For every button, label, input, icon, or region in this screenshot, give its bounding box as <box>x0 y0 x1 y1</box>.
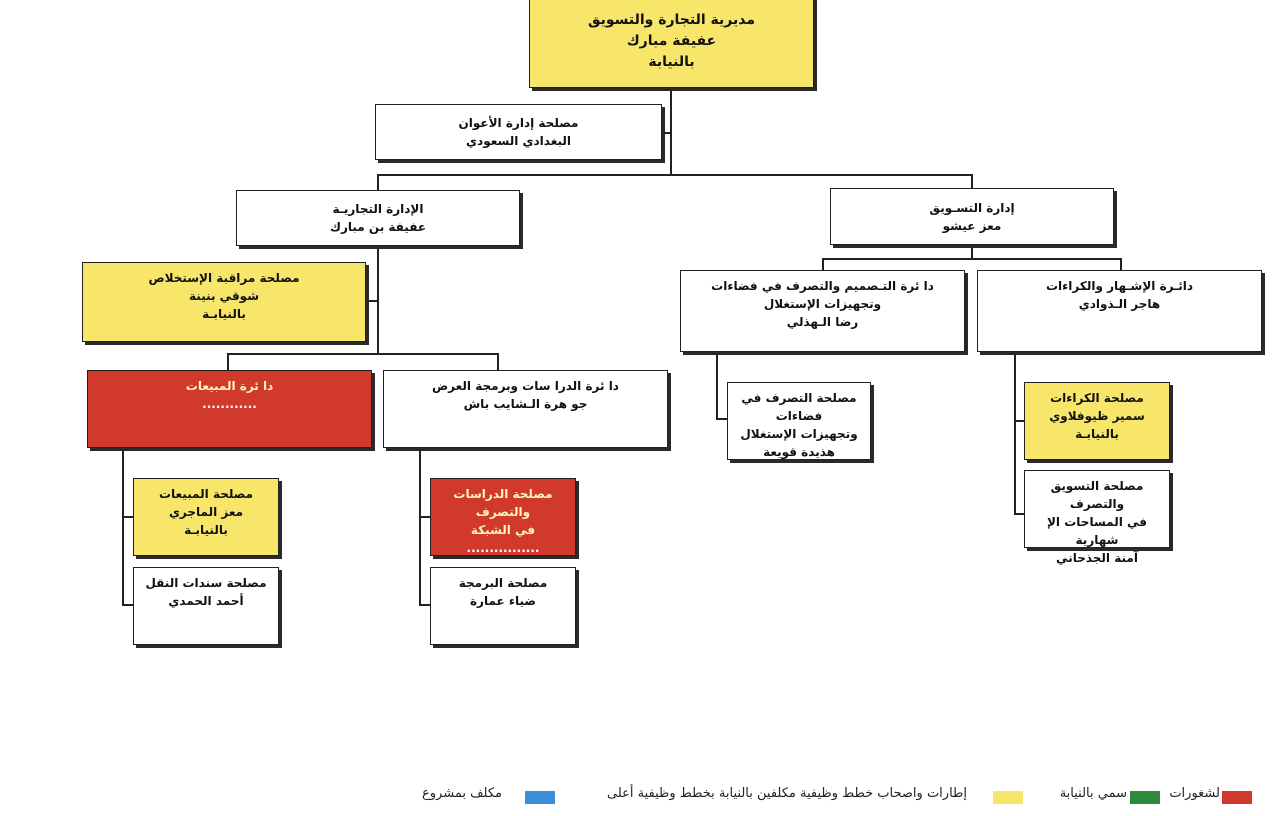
node-title: مصلحة سندات النقل <box>145 576 267 590</box>
node-name: ضياء عمارة <box>469 594 537 608</box>
org-node-advertising-dept: دائـرة الإشـهار والكراءات هاجر الـذوادي <box>977 270 1262 352</box>
connector-root-trunk <box>670 88 672 176</box>
node-title: دا ئرة المبيعات <box>185 379 274 393</box>
legend-label-project: مكلف بمشروع <box>422 786 502 801</box>
legend-swatch-project <box>525 791 555 804</box>
node-title: مصلحة التصرف في فضاءات <box>741 391 857 423</box>
connector-marketing-drop <box>971 174 973 188</box>
node-name: البغدادي السعودي <box>466 134 571 148</box>
connector-space-service <box>716 418 727 420</box>
connector-ad-spaces <box>1014 513 1024 515</box>
org-node-directorate: مديرية التجارة والتسويق عفيفة مبارك بالن… <box>529 0 814 88</box>
node-title: مصلحة التسويق والتصرف <box>1050 479 1144 511</box>
legend-label-titular: سمي بالنيابة <box>1059 786 1127 801</box>
connector-network-studies <box>419 516 430 518</box>
node-name: معز الماجري <box>168 505 244 519</box>
node-title: مصلحة مراقبة الإستخلاص <box>148 271 300 285</box>
org-node-marketing-admin: إدارة التسـويق معز عيشو <box>830 188 1114 245</box>
node-title: مصلحة البرمجة <box>458 576 548 590</box>
org-node-commercial-admin: الإدارة التجاريـة عفيفة بن مبارك <box>236 190 520 246</box>
org-node-staff-management: مصلحة إدارة الأعوان البغدادي السعودي <box>375 104 662 160</box>
node-name: سمير ظيوفلاوي <box>1049 409 1145 423</box>
node-note: بالنيابة <box>648 53 695 70</box>
legend-label-vacant: لشغورات <box>1169 786 1220 801</box>
org-node-studies-dept: دا ئرة الدرا سات وبرمجة العرض جو هرة الـ… <box>383 370 668 448</box>
connector-collection <box>366 300 378 302</box>
connector-commercial-drop <box>377 174 379 190</box>
node-note: آمنة الجذحاني <box>1056 551 1138 565</box>
node-name: عفيفة مبارك <box>626 32 717 49</box>
node-name: عفيفة بن مبارك <box>329 220 427 234</box>
org-node-sales-service: مصلحة المبيعات معز الماجري بالنيابـة <box>133 478 279 556</box>
connector-level3-right-bar <box>822 258 1122 260</box>
legend: لشغورات سمي بالنيابة إطارات واصحاب خطط و… <box>0 780 1272 810</box>
org-node-design-dept: دا ئرة التـصميم والتصرف في فضاءات وتجهيز… <box>680 270 965 352</box>
org-node-programming: مصلحة البرمجة ضياء عمارة <box>430 567 576 645</box>
legend-swatch-titular <box>1130 791 1160 804</box>
node-note: هذيدة قويعة <box>763 445 835 459</box>
connector-studies-drop <box>497 353 499 370</box>
node-title: دائـرة الإشـهار والكراءات <box>1046 279 1194 293</box>
node-name: هاجر الـذوادي <box>1078 297 1161 311</box>
org-node-sales-dept: دا ئرة المبيعات ............ <box>87 370 372 448</box>
node-name: ............ <box>202 397 257 411</box>
connector-tickets <box>122 604 133 606</box>
connector-sales-drop <box>227 353 229 370</box>
legend-swatch-vacant <box>1222 791 1252 804</box>
connector-advertising-drop <box>1120 258 1122 270</box>
node-title: مصلحة المبيعات <box>158 487 254 501</box>
node-title-2: في الشبكة <box>470 523 536 537</box>
node-name: معز عيشو <box>942 218 1002 233</box>
org-node-ad-spaces: مصلحة التسويق والتصرف في المساحات الإ شه… <box>1024 470 1170 565</box>
node-note: بالنيابـة <box>184 523 228 537</box>
org-node-collection-control: مصلحة مراقبة الإستخلاص شوقي بنينة بالنيا… <box>82 262 366 342</box>
node-title: مديرية التجارة والتسويق <box>587 11 756 28</box>
node-name: رضا الـهذلي <box>786 315 859 329</box>
node-title: إدارة التسـويق <box>929 200 1015 215</box>
node-title: مصلحة الكراءات <box>1050 391 1144 405</box>
connector-design-drop <box>822 258 824 270</box>
node-title: دا ئرة الدرا سات وبرمجة العرض <box>432 379 619 393</box>
connector-design-trunk <box>716 352 718 420</box>
node-name: جو هرة الـشايب باش <box>463 397 588 411</box>
org-node-network-studies: مصلحة الدراسات والتصرف في الشبكة .......… <box>430 478 576 556</box>
node-title: دا ئرة التـصميم والتصرف في فضاءات وتجهيز… <box>711 279 934 311</box>
connector-aawan <box>662 132 671 134</box>
node-name: وتجهيزات الإستغلال <box>740 427 858 441</box>
connector-sales-service <box>122 516 133 518</box>
legend-label-acting: إطارات واصحاب خطط وظيفية مكلفين بالنيابة… <box>607 786 967 801</box>
node-name: في المساحات الإ شهارية <box>1047 515 1147 547</box>
node-name: شوقي بنينة <box>189 289 259 303</box>
node-note: بالنيابـة <box>202 307 246 321</box>
node-note: بالنيابـة <box>1075 427 1119 441</box>
legend-swatch-acting <box>993 791 1023 804</box>
node-title: الإدارة التجاريـة <box>332 202 424 216</box>
connector-level4-left-bar <box>227 353 499 355</box>
node-title: مصلحة إدارة الأعوان <box>458 116 579 130</box>
node-name: أحمد الحمدي <box>168 594 244 608</box>
connector-rentals <box>1014 420 1024 422</box>
connector-advertising-trunk <box>1014 352 1016 515</box>
connector-marketing-trunk <box>971 245 973 259</box>
connector-programming <box>419 604 430 606</box>
connector-studies-trunk <box>419 448 421 606</box>
node-title: مصلحة الدراسات والتصرف <box>453 487 553 519</box>
connector-level2-bar <box>377 174 973 176</box>
connector-commercial-trunk <box>377 246 379 354</box>
node-note: ................ <box>466 541 540 555</box>
org-node-space-service: مصلحة التصرف في فضاءات وتجهيزات الإستغلا… <box>727 382 871 460</box>
connector-sales-trunk <box>122 448 124 606</box>
org-node-transport-tickets: مصلحة سندات النقل أحمد الحمدي <box>133 567 279 645</box>
org-node-rentals: مصلحة الكراءات سمير ظيوفلاوي بالنيابـة <box>1024 382 1170 460</box>
